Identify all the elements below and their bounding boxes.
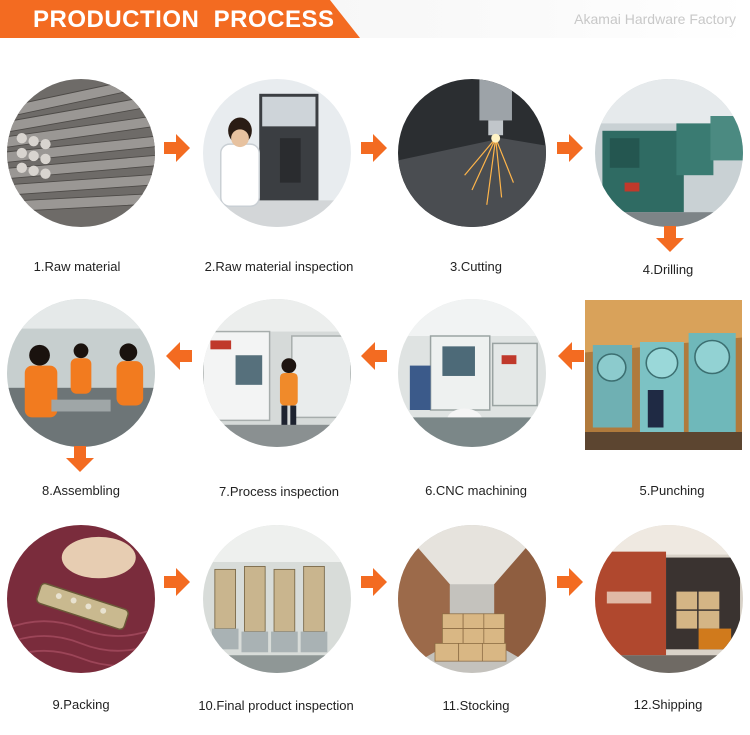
step-11-label: 11.Stocking bbox=[442, 698, 510, 713]
step-1-photo bbox=[7, 79, 155, 227]
arrow-down-icon bbox=[65, 446, 95, 472]
step-4-label: 4.Drilling bbox=[642, 262, 694, 277]
arrow-right-icon bbox=[557, 133, 583, 163]
step-4-photo bbox=[595, 79, 743, 227]
step-6-photo bbox=[398, 299, 546, 447]
step-11-photo bbox=[398, 525, 546, 673]
step-10-photo bbox=[203, 525, 351, 673]
step-10-label: 10.Final product inspection bbox=[198, 698, 354, 713]
step-9-photo bbox=[7, 525, 155, 673]
step-12-photo bbox=[595, 525, 743, 673]
brand-watermark: Akamai Hardware Factory bbox=[574, 11, 736, 27]
header-banner: PRODUCTION PROCESS Akamai Hardware Facto… bbox=[0, 0, 750, 38]
step-2-label: 2.Raw material inspection bbox=[204, 259, 354, 274]
arrow-right-icon bbox=[361, 133, 387, 163]
step-6-label: 6.CNC machining bbox=[425, 483, 527, 498]
arrow-left-icon bbox=[166, 341, 192, 371]
step-1-label: 1.Raw material bbox=[33, 259, 121, 274]
title-band bbox=[0, 0, 360, 38]
step-8-photo bbox=[7, 299, 155, 447]
arrow-right-icon bbox=[164, 133, 190, 163]
page-title: PRODUCTION PROCESS bbox=[33, 6, 335, 33]
step-8-label: 8.Assembling bbox=[41, 483, 121, 498]
step-7-photo bbox=[203, 299, 351, 447]
step-3-photo bbox=[398, 79, 546, 227]
step-2-photo bbox=[203, 79, 351, 227]
step-12-label: 12.Shipping bbox=[633, 697, 703, 712]
arrow-left-icon bbox=[361, 341, 387, 371]
arrow-left-icon bbox=[558, 341, 584, 371]
step-7-label: 7.Process inspection bbox=[219, 484, 339, 499]
arrow-right-icon bbox=[361, 567, 387, 597]
step-3-label: 3.Cutting bbox=[449, 259, 503, 274]
arrow-right-icon bbox=[557, 567, 583, 597]
arrow-right-icon bbox=[164, 567, 190, 597]
step-5-label: 5.Punching bbox=[639, 483, 705, 498]
step-9-label: 9.Packing bbox=[52, 697, 110, 712]
arrow-down-icon bbox=[655, 226, 685, 252]
step-5-photo bbox=[585, 300, 742, 450]
